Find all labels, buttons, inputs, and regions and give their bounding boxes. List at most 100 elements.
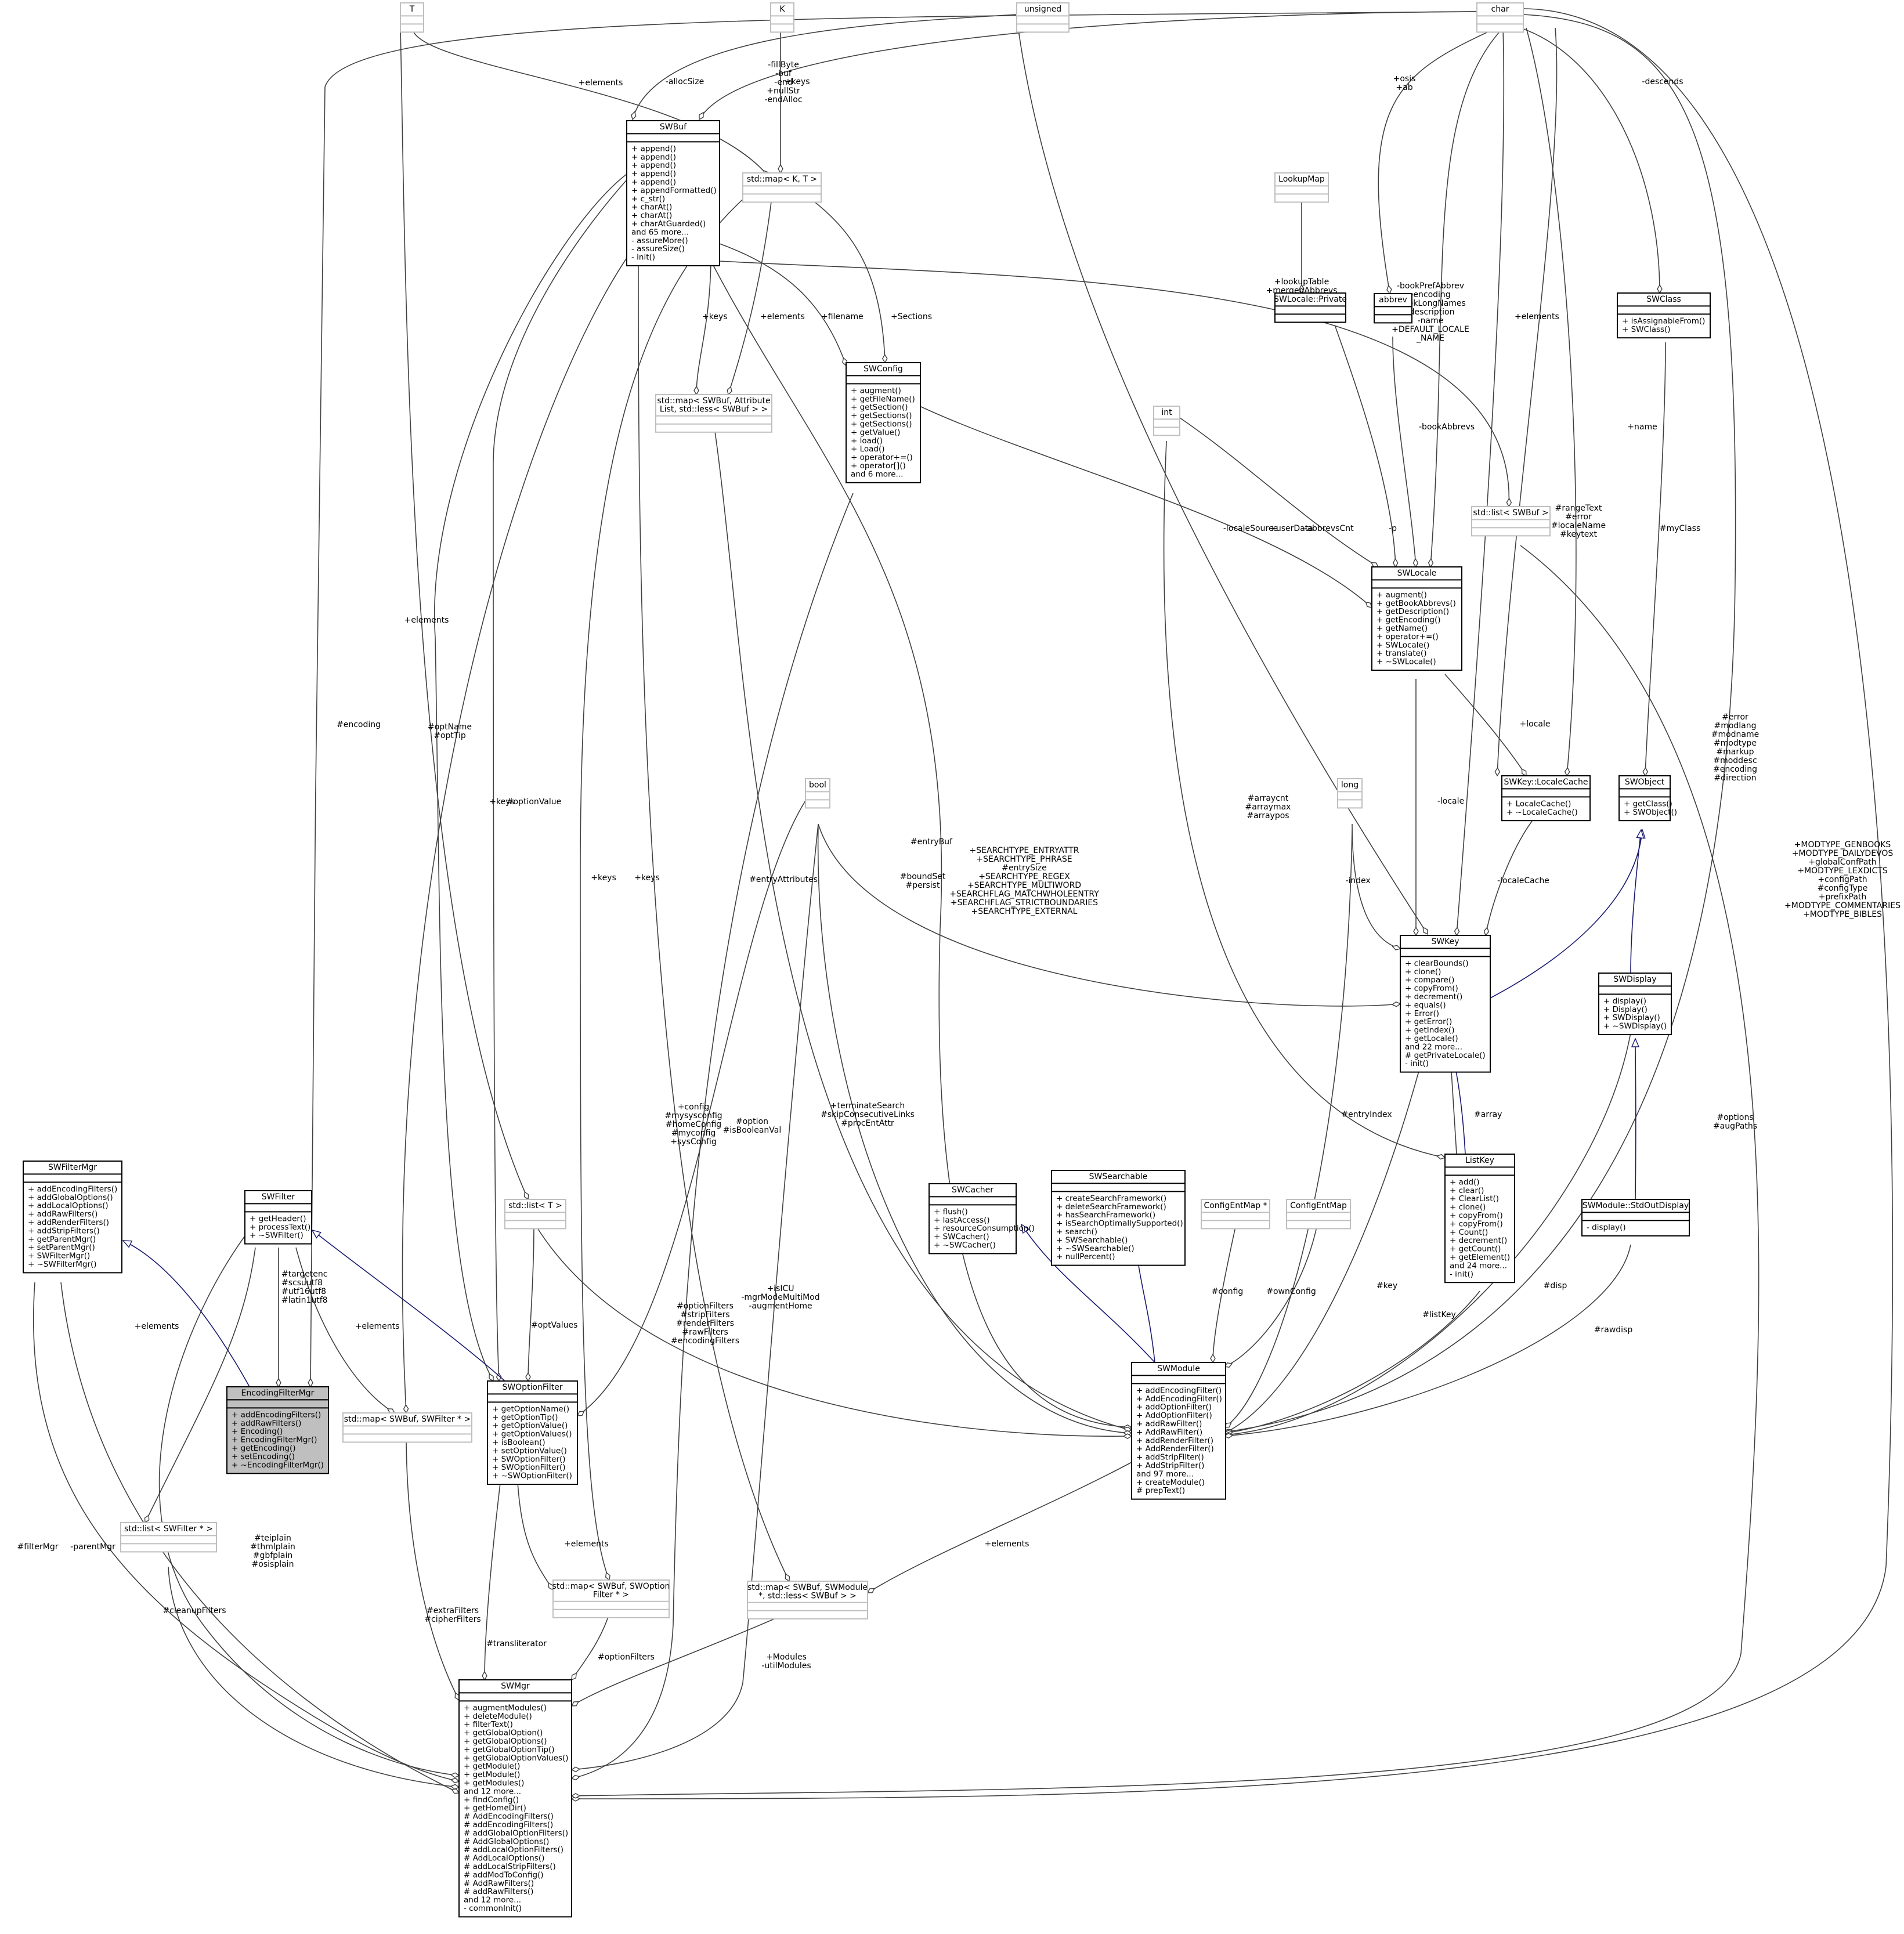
class-node-swclass[interactable]: SWClass+ isAssignableFrom()+ SWClass()	[1617, 292, 1711, 339]
class-node-mapkt[interactable]: std::map< K, T >	[742, 172, 822, 203]
class-member: + Load()	[851, 444, 885, 454]
edge-label-line: -localeSource	[1223, 524, 1278, 533]
edge-label-line: +SEARCHTYPE_MULTIWORD	[967, 881, 1081, 890]
edge-label-line: +keys	[702, 312, 728, 321]
edge-label-line: #myClass	[1660, 524, 1701, 533]
edge-label-line: +Sections	[891, 312, 932, 321]
class-node-swmodule[interactable]: SWModule+ addEncodingFilter()+ AddEncodi…	[1131, 1362, 1226, 1500]
edge-label-line: +elements	[564, 1539, 609, 1549]
edge-label: #rangeText#error#localeName#keytext	[1551, 504, 1606, 539]
class-node-swlocale[interactable]: SWLocale+ augment()+ getBookAbbrevs()+ g…	[1371, 566, 1462, 671]
class-node-t[interactable]: T	[400, 2, 424, 33]
class-node-swmgr[interactable]: SWMgr+ augmentModules()+ deleteModule()+…	[458, 1679, 572, 1918]
edge-label: -index	[1345, 876, 1370, 885]
class-member: + getFileName()	[851, 395, 915, 404]
edge-label-line: -buf	[775, 69, 792, 78]
class-node-int[interactable]: int	[1153, 406, 1180, 436]
class-node-unsigned[interactable]: unsigned	[1016, 2, 1070, 33]
class-member: and 24 more...	[1450, 1261, 1507, 1270]
class-member: # addModToConfig()	[464, 1870, 544, 1879]
class-node-swsearchable[interactable]: SWSearchable+ createSearchFramework()+ d…	[1051, 1170, 1186, 1266]
class-title: bool	[809, 780, 826, 790]
class-member: + getGlobalOptions()	[464, 1737, 547, 1746]
edge-label-line: #modtype	[1714, 739, 1757, 748]
class-title: unsigned	[1024, 5, 1061, 14]
edge-label: #targetenc#scsuutf8#utf16utf8#latin1utf8	[281, 1270, 328, 1305]
class-member: + getEncoding()	[1376, 616, 1441, 625]
edge-label-line: +osis	[1393, 74, 1416, 84]
class-member: # AddEncodingFilters()	[464, 1812, 554, 1821]
class-title: SWKey	[1431, 937, 1459, 946]
edge-label: +osis+ab	[1393, 74, 1416, 92]
class-member: + AddRenderFilter()	[1136, 1444, 1214, 1454]
class-node-swoptionfilter[interactable]: SWOptionFilter+ getOptionName()+ getOpti…	[487, 1380, 578, 1485]
class-title: SWObject	[1625, 778, 1665, 787]
edge-label: +terminateSearch#skipConsecutiveLinks#pr…	[821, 1101, 915, 1128]
class-node-stdoutdisplay[interactable]: SWModule::StdOutDisplay- display()	[1581, 1199, 1690, 1237]
edge-label-line: #optValues	[531, 1321, 577, 1330]
class-node-swfilter[interactable]: SWFilter+ getHeader()+ processText()+ ~S…	[244, 1190, 312, 1245]
class-node-swdisplay[interactable]: SWDisplay+ display()+ Display()+ SWDispl…	[1598, 973, 1672, 1035]
class-node-listt[interactable]: std::list< T >	[504, 1199, 566, 1230]
edge-label-line: +SEARCHTYPE_REGEX	[978, 872, 1070, 881]
class-member: + getGlobalOptionValues()	[464, 1754, 569, 1763]
class-node-swcacher[interactable]: SWCacher+ flush()+ lastAccess()+ resourc…	[928, 1183, 1035, 1255]
edge-label: +Sections	[891, 312, 932, 321]
class-node-encodingfiltermgr[interactable]: EncodingFilterMgr+ addEncodingFilters()+…	[226, 1386, 329, 1474]
class-node-swbuf[interactable]: SWBuf+ append()+ append()+ append()+ app…	[626, 120, 720, 266]
class-node-mapoptionfilter[interactable]: std::map< SWBuf, SWOptionFilter * >	[552, 1579, 670, 1618]
edge-label-line: -descends	[1642, 77, 1683, 86]
edge-label: -p	[1389, 524, 1397, 533]
class-node-abbrev[interactable]: abbrev	[1374, 293, 1412, 324]
class-member: + ClearList()	[1450, 1194, 1499, 1203]
edge-label-line: +elements	[355, 1322, 400, 1331]
class-member: + SWFilterMgr()	[28, 1252, 90, 1261]
class-node-configentmapptr[interactable]: ConfigEntMap *	[1201, 1199, 1270, 1230]
class-member: + Display()	[1603, 1005, 1648, 1014]
class-node-localecache[interactable]: SWKey::LocaleCache+ LocaleCache()+ ~Loca…	[1501, 775, 1591, 822]
class-member: + getGlobalOption()	[464, 1729, 543, 1738]
edge-label: +keys	[785, 77, 810, 86]
association-edge	[868, 1462, 1132, 1593]
class-node-swkey[interactable]: SWKey+ clearBounds()+ clone()+ compare()…	[1400, 935, 1491, 1073]
class-node-configentmap[interactable]: ConfigEntMap	[1286, 1199, 1351, 1230]
class-node-swobject[interactable]: SWObject+ getClass()+ SWObject()	[1618, 775, 1677, 822]
edge-label-line: +SEARCHTYPE_EXTERNAL	[971, 907, 1078, 916]
class-node-mapmodule[interactable]: std::map< SWBuf, SWModule*, std::less< S…	[747, 1581, 868, 1620]
edge-label-line: -allocSize	[666, 77, 704, 86]
class-member: + getModules()	[464, 1778, 524, 1788]
class-node-k[interactable]: K	[770, 2, 794, 33]
class-node-swconfig[interactable]: SWConfig+ augment()+ getFileName()+ getS…	[846, 362, 921, 483]
class-member: + ~EncodingFilterMgr()	[232, 1461, 324, 1470]
edge-label-line: -index	[1345, 876, 1370, 885]
edge-label: #entryAttributes	[749, 875, 818, 884]
class-member: + clearBounds()	[1405, 959, 1469, 968]
class-member: + AddStripFilter()	[1136, 1461, 1204, 1470]
class-member: + isBoolean()	[492, 1438, 545, 1447]
edge-label-line: +filename	[821, 312, 864, 321]
class-node-listswbuf[interactable]: std::list< SWBuf >	[1471, 506, 1551, 537]
class-node-swlocaleprivate[interactable]: SWLocale::Private	[1274, 292, 1347, 323]
class-title: *, std::less< SWBuf > >	[758, 1591, 857, 1600]
class-member: + SWCacher()	[934, 1232, 989, 1242]
class-member: and 12 more...	[464, 1787, 521, 1796]
edge-label: #filterMgr	[17, 1542, 58, 1552]
edge-label-line: #moddesc	[1713, 756, 1757, 765]
class-node-long[interactable]: long	[1337, 778, 1363, 809]
association-edge	[1378, 28, 1495, 294]
class-node-bool[interactable]: bool	[805, 778, 830, 809]
class-node-lookupmap[interactable]: LookupMap	[1274, 172, 1329, 203]
class-member: + getHeader()	[250, 1214, 306, 1223]
class-member: + Encoding()	[232, 1427, 283, 1436]
edge-label: -localeCache	[1497, 876, 1549, 885]
class-node-swfiltermgr[interactable]: SWFilterMgr+ addEncodingFilters()+ addGl…	[23, 1161, 122, 1274]
inheritance-edge	[1630, 830, 1641, 974]
edge-label: #cleanupFilters	[162, 1606, 226, 1615]
class-member: + augment()	[851, 386, 901, 395]
class-member: + append()	[631, 153, 676, 162]
class-node-mapfilter[interactable]: std::map< SWBuf, SWFilter * >	[342, 1412, 472, 1443]
class-node-listfilterptr[interactable]: std::list< SWFilter * >	[120, 1522, 217, 1553]
class-node-listkey[interactable]: ListKey+ add()+ clear()+ ClearList()+ cl…	[1444, 1154, 1515, 1284]
class-node-char[interactable]: char	[1476, 2, 1524, 33]
